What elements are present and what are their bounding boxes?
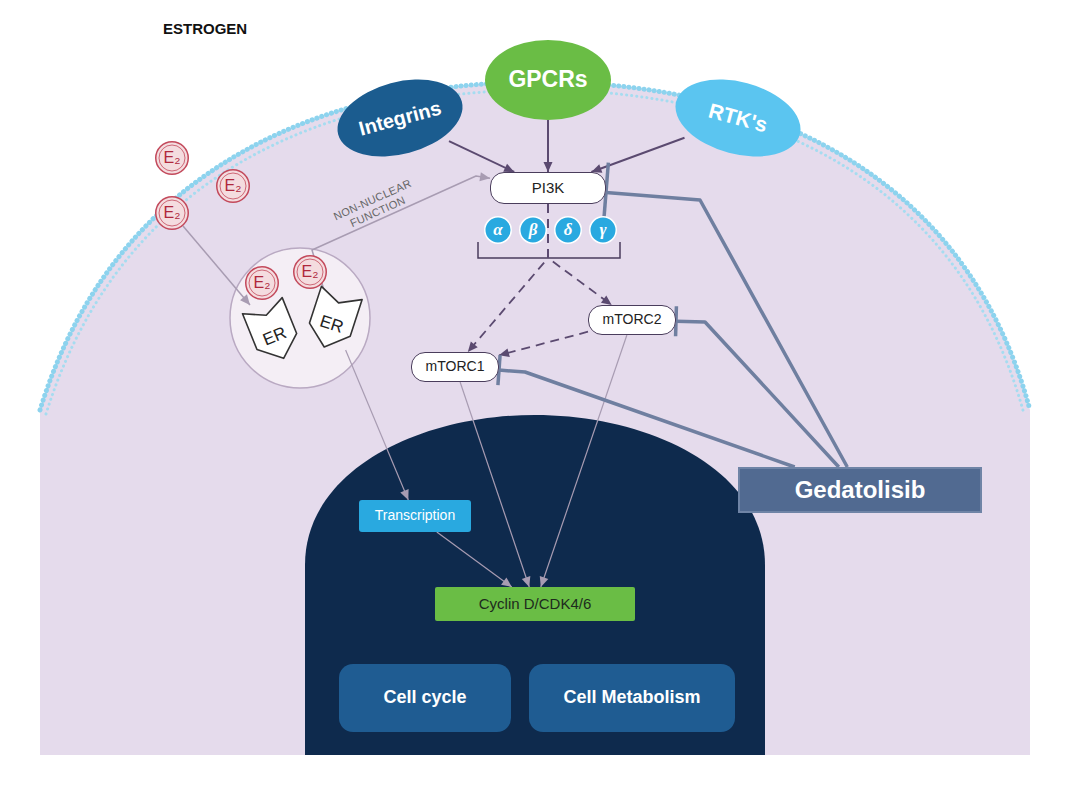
node-text: E₂ (254, 274, 271, 292)
estrogen-molecule-ring (159, 145, 185, 171)
estrogen-molecule-fill (217, 170, 250, 203)
estrogen-molecule-ring (249, 270, 275, 296)
receptor-ellipse: GPCRs (485, 40, 611, 120)
connector-line (591, 138, 684, 172)
connector-line (183, 226, 250, 305)
signal-connector (468, 204, 548, 352)
pi3k-isoform: γ (589, 216, 617, 244)
node-text: E₂ (225, 177, 242, 195)
estrogen-molecule-fill (246, 267, 279, 300)
arrow-head (240, 294, 250, 305)
cell-membrane-inner (46, 90, 1024, 414)
estrogen-molecule-ring (159, 200, 185, 226)
process-box: Transcription (359, 500, 471, 532)
node-text: γ (599, 221, 606, 240)
nucleus (305, 415, 765, 755)
receptor-ellipse-fill (667, 67, 809, 170)
receptor-complex-circle (230, 248, 370, 388)
section-heading: ESTROGEN (163, 20, 247, 37)
inhibition-connector (676, 306, 839, 467)
outcome-box: Cell cycle (339, 664, 511, 732)
connector-line (346, 350, 409, 500)
arrow-head (501, 577, 512, 587)
signal-connector (437, 532, 512, 587)
cell-membrane-outer (40, 82, 1030, 410)
receptor-ellipse-fill (485, 40, 611, 120)
signal-connector (183, 226, 250, 305)
node-text: E₂ (302, 263, 319, 281)
estrogen-molecule-ring (220, 173, 246, 199)
estrogen-receptor-fill (304, 286, 362, 353)
estrogen-molecule-ring (297, 259, 323, 285)
connector-line (468, 204, 548, 352)
connector-line (541, 335, 627, 587)
node-text: mTORC2 (603, 312, 662, 327)
signal-connector (544, 120, 553, 172)
arrow-head (522, 576, 531, 587)
node-text: E₂ (164, 149, 181, 167)
node-text: PI3K (532, 180, 565, 197)
connector-line (676, 321, 839, 467)
isoform-bracket (478, 242, 620, 258)
cell-cytoplasm (40, 82, 1030, 755)
node-text: Cell cycle (383, 688, 466, 708)
signal-connector (591, 138, 684, 173)
signal-connector (540, 335, 627, 587)
estrogen-receptor-fill (243, 298, 304, 367)
connector-line (499, 332, 588, 356)
arrow-head (540, 576, 549, 587)
kinase-box: PI3K (490, 172, 606, 204)
estrogen-molecule: E₂ (293, 255, 327, 289)
node-text: E₂ (164, 204, 181, 222)
node-text: GPCRs (508, 67, 587, 92)
signal-connector (346, 350, 409, 500)
arrow-head (601, 295, 612, 305)
arrow-head (479, 172, 490, 181)
estrogen-molecule-fill (156, 197, 189, 230)
estrogen-molecule-fill (294, 256, 327, 289)
node-text: α (493, 221, 502, 240)
signal-connector (312, 172, 490, 290)
drug-box: Gedatolisib (738, 467, 982, 513)
receptor-ellipse-fill (329, 67, 471, 170)
pi3k-isoform: α (484, 216, 512, 244)
signal-connector (499, 332, 588, 357)
node-text: Cell Metabolism (563, 688, 700, 708)
signal-connector (449, 141, 514, 172)
node-text: Cyclin D/CDK4/6 (479, 596, 592, 613)
outcome-box: Cell Metabolism (529, 664, 735, 732)
process-box: Cyclin D/CDK4/6 (435, 587, 635, 621)
pi3k-isoform-fill (485, 217, 512, 244)
connector-line (499, 370, 795, 467)
arrow-head (503, 164, 514, 172)
connector-line (449, 141, 514, 172)
pi3k-isoform: δ (554, 216, 582, 244)
node-text: mTORC1 (426, 359, 485, 374)
pi3k-isoform: β (519, 216, 547, 244)
estrogen-molecule: E₂ (216, 169, 250, 203)
arrow-head (468, 341, 478, 352)
arrow-head (400, 489, 408, 500)
estrogen-molecule: E₂ (245, 266, 279, 300)
estrogen-molecule: E₂ (155, 141, 189, 175)
node-text: Transcription (375, 508, 455, 523)
complex-box: mTORC1 (411, 352, 499, 382)
node-text: β (529, 221, 538, 240)
pi3k-isoform-fill (590, 217, 617, 244)
estrogen-molecule: E₂ (155, 196, 189, 230)
pi3k-isoform-fill (555, 217, 582, 244)
estrogen-molecule-fill (156, 142, 189, 175)
inhibition-connector (498, 355, 795, 467)
connector-line (437, 532, 512, 587)
node-text: δ (564, 221, 573, 240)
complex-box: mTORC2 (588, 305, 676, 335)
arrow-head (544, 162, 553, 172)
pi3k-isoform-fill (520, 217, 547, 244)
node-text: Gedatolisib (795, 477, 926, 503)
